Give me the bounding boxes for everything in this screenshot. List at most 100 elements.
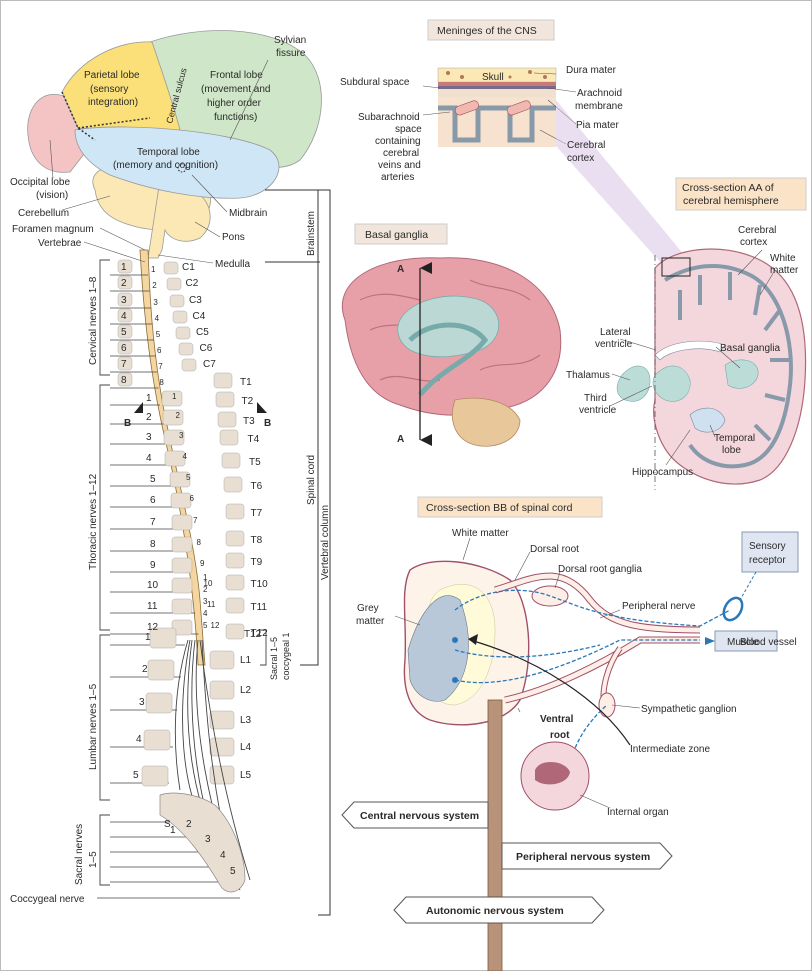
thoracic-nerve-7: 7 xyxy=(150,517,156,528)
lumbar-right-body-L4 xyxy=(209,737,235,757)
thoracic-left-body-6 xyxy=(170,492,192,509)
thoracic-segment-9: 9 xyxy=(200,559,205,568)
temporal-lobe-shape xyxy=(74,126,280,199)
thoracic-left-body-4 xyxy=(164,450,186,467)
occipital-desc: (vision) xyxy=(36,190,68,201)
vertebra-t10: T10 xyxy=(251,579,269,590)
skull-label: Skull xyxy=(482,72,504,83)
thoracic-nerve-10: 10 xyxy=(147,580,159,591)
sacral-number-4: 4 xyxy=(220,850,226,861)
bb-white-matter: White matter xyxy=(452,528,509,539)
vertebra-l2: L2 xyxy=(240,685,252,696)
section-a-bottom: A xyxy=(397,434,404,445)
vertebral-bodies xyxy=(117,259,245,787)
basal-ganglia-panel xyxy=(341,223,562,447)
lumbar-nerves-label: Lumbar nerves 1–5 xyxy=(88,683,99,770)
ans-sign xyxy=(393,896,605,924)
pons-label: Pons xyxy=(222,232,245,243)
sensory-receptor-box xyxy=(741,531,799,573)
thoracic-nerve-5: 5 xyxy=(150,474,156,485)
grey-matter-1: Grey xyxy=(357,603,379,614)
cross-section-aa-panel xyxy=(609,177,807,490)
temporal-desc: (memory and cognition) xyxy=(113,160,218,171)
section-a-top: A xyxy=(397,264,404,275)
cervical-right-body-C7 xyxy=(181,358,197,372)
blood-vessel-label: Blood vessel xyxy=(740,637,797,648)
thoracic-nerve-1: 1 xyxy=(146,393,152,404)
meninges-cortex-label-1: Cerebral xyxy=(567,140,605,151)
medulla-label: Medulla xyxy=(215,259,250,270)
thoracic-right-body-T2 xyxy=(215,391,235,408)
thoracic-right-body-T3 xyxy=(217,411,237,428)
parietal-lobe-shape xyxy=(61,41,181,131)
sensory-receptor-2: receptor xyxy=(749,555,786,566)
meninges-cortex-label-2: cortex xyxy=(567,153,594,164)
thoracic-nerve-3: 3 xyxy=(146,432,152,443)
brainstem-label: Brainstem xyxy=(306,211,317,256)
meninges-panel xyxy=(422,19,690,262)
lumbar-segment-2: 2 xyxy=(203,585,208,594)
vertebra-t3: T3 xyxy=(243,416,255,427)
cervical-right-body-C3 xyxy=(169,294,185,308)
cervical-right-body-C5 xyxy=(175,326,191,340)
lumbar-segment-3: 3 xyxy=(203,597,208,606)
cervical-left-body-2 xyxy=(117,275,133,290)
lumbar-nerve-1: 1 xyxy=(145,632,151,643)
subdural-label: Subdural space xyxy=(340,77,410,88)
vertebra-t7: T7 xyxy=(251,508,263,519)
lumbar-nerve-2: 2 xyxy=(142,664,148,675)
thoracic-segment-10: 10 xyxy=(204,579,213,588)
parietal-desc-2: integration) xyxy=(88,97,138,108)
thoracic-left-body-8 xyxy=(171,536,193,553)
parietal-lobe-label: Parietal lobe xyxy=(84,70,140,81)
sacral-s-label: S xyxy=(164,819,171,830)
cervical-left-body-8 xyxy=(117,372,133,387)
thoracic-nerve-4: 4 xyxy=(146,453,152,464)
thoracic-right-body-T11 xyxy=(225,597,245,614)
thoracic-left-body-10 xyxy=(171,577,193,594)
sacral-coccygeal-label-2: coccygeal 1 xyxy=(281,632,291,680)
thoracic-segment-4: 4 xyxy=(183,452,188,461)
midbrain-label: Midbrain xyxy=(229,208,267,219)
thoracic-right-body-T4 xyxy=(219,429,239,446)
cervical-segment-6: 6 xyxy=(157,346,162,355)
cerebellum-label: Cerebellum xyxy=(18,208,69,219)
dorsal-root-ganglia-label: Dorsal root ganglia xyxy=(558,564,642,575)
vertebra-c4: C4 xyxy=(193,311,206,322)
dura-mater-label: Dura mater xyxy=(566,65,617,76)
thoracic-nerve-8: 8 xyxy=(150,539,156,550)
muscle-label: Muscle xyxy=(727,637,759,648)
thoracic-nerve-9: 9 xyxy=(150,560,156,571)
column-brackets xyxy=(265,189,331,916)
signpost xyxy=(341,699,673,972)
arachnoid-label-1: Arachnoid xyxy=(577,88,622,99)
vertebra-t11: T11 xyxy=(251,602,268,613)
frontal-desc-1: (movement and xyxy=(201,84,270,95)
vertebra-l3: L3 xyxy=(240,715,252,726)
foramen-magnum-label: Foramen magnum xyxy=(12,224,94,235)
vertebra-t5: T5 xyxy=(249,457,261,468)
cervical-right-body-C2 xyxy=(166,277,182,291)
lumbar-segment-4: 4 xyxy=(203,609,208,618)
grey-matter-2: matter xyxy=(356,616,385,627)
thoracic-left-body-1 xyxy=(161,390,183,407)
vertebral-column-label: Vertebral column xyxy=(320,505,331,580)
sylvian-label-1: Sylvian xyxy=(274,35,306,46)
aa-white-matter-2: matter xyxy=(770,265,799,276)
third-ventricle-2: ventricle xyxy=(579,405,617,416)
thoracic-t12-box-label: T12 xyxy=(244,629,262,640)
thoracic-segment-1: 1 xyxy=(172,392,177,401)
cns-sign xyxy=(341,801,489,829)
section-b-right: B xyxy=(264,418,271,429)
thoracic-left-body-11 xyxy=(171,598,193,615)
thoracic-segment-12: 12 xyxy=(211,621,220,630)
internal-organ-label: Internal organ xyxy=(607,807,669,818)
cervical-segment-4: 4 xyxy=(155,314,160,323)
ventral-root-1: Ventral xyxy=(540,714,574,725)
ventral-root-2: root xyxy=(550,730,570,741)
thoracic-segment-6: 6 xyxy=(190,494,195,503)
thoracic-right-body-T5 xyxy=(221,452,241,469)
lumbar-right-body-L1 xyxy=(209,650,235,670)
pns-sign-label: Peripheral nervous system xyxy=(516,851,650,863)
lumbar-nerve-3: 3 xyxy=(139,697,145,708)
